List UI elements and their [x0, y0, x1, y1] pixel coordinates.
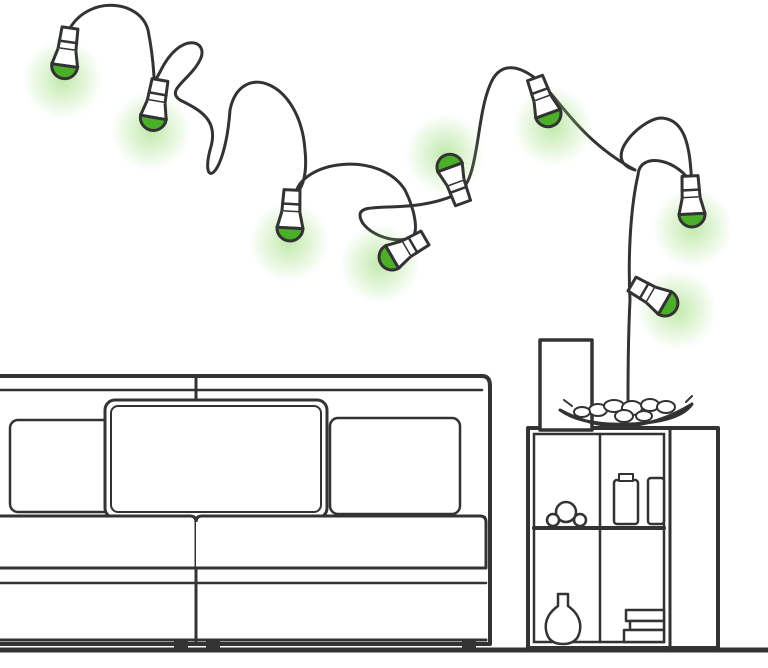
- sofa-leg: [206, 640, 220, 650]
- throw-pillow: [103, 398, 329, 520]
- light-bulb-3: [245, 186, 334, 286]
- bookshelf: [526, 426, 720, 650]
- decor-ball: [554, 500, 578, 524]
- sofa-back-cushion-right: [328, 416, 462, 516]
- light-bulb-1: [16, 20, 112, 127]
- sofa-leg: [174, 640, 188, 650]
- book: [624, 608, 666, 623]
- sofa-leg: [462, 640, 476, 650]
- string-light-wire: [68, 3, 694, 402]
- light-bulb-7: [648, 172, 737, 272]
- jar: [612, 478, 640, 526]
- light-bulb-6: [495, 62, 606, 180]
- light-bulb-2: [103, 71, 201, 180]
- jar: [646, 476, 666, 526]
- pebble-bowl: [558, 395, 694, 428]
- seat-cushion-left: [0, 514, 198, 570]
- vase: [544, 592, 582, 646]
- light-bulb-4: [323, 201, 447, 321]
- seat-cushion-right: [194, 514, 488, 570]
- sofa: [0, 374, 492, 650]
